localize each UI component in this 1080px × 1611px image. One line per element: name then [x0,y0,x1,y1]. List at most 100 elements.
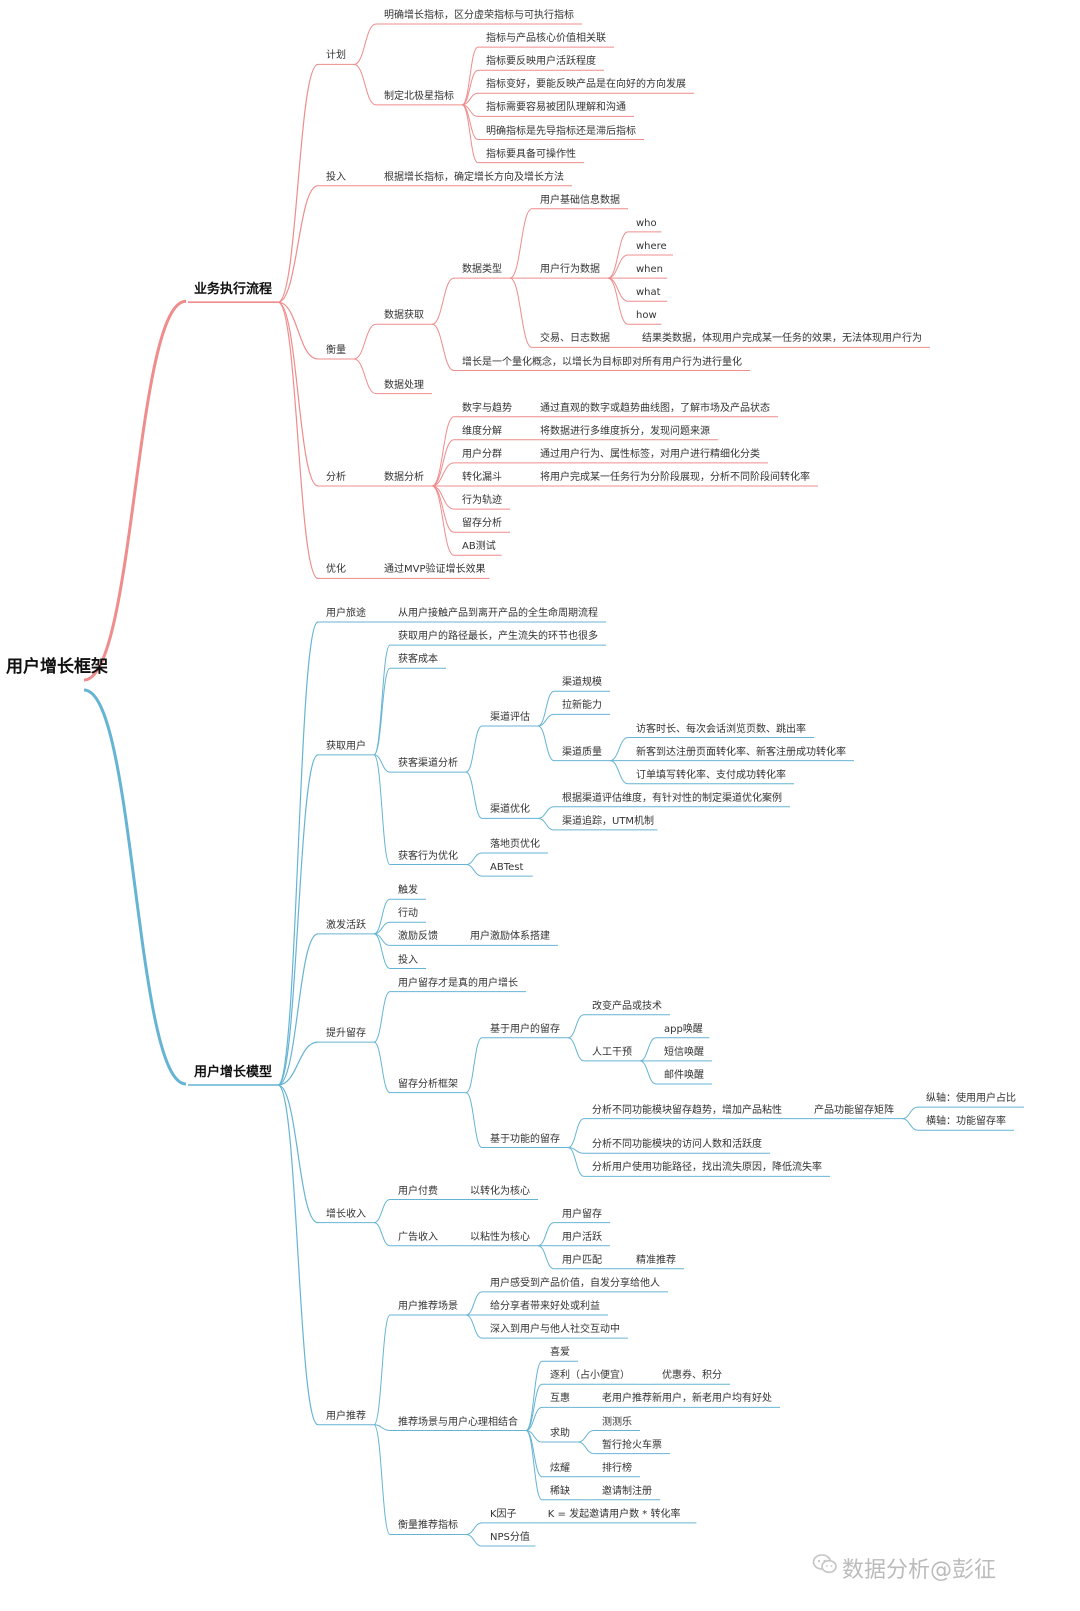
mindmap-connector [353,323,377,360]
mindmap-connector [277,933,319,1086]
mindmap-node: 指标要具备可操作性 [486,148,576,160]
mindmap-node: 用户旅途 [326,608,366,619]
mindmap-node: 深入到用户与他人社交互动中 [490,1324,620,1336]
mindmap-node: 指标变好，要能反映产品是在向好的方向发展 [486,79,686,91]
mindmap-connector [461,69,479,106]
mindmap-connector [537,725,555,762]
mindmap-connector [373,754,391,866]
mindmap-node: 制定北极星指标 [384,90,454,102]
mindmap-node: 行动 [398,908,418,920]
mindmap-node: 维度分解 [462,425,502,437]
mindmap-node: 优化 [326,564,346,576]
mindmap-node: 用户活跃 [562,1231,602,1243]
mindmap-connector [277,301,319,487]
mindmap-node: AB测试 [462,541,496,553]
mindmap-node: 用户激励体系搭建 [470,931,550,943]
mindmap-node: 将数据进行多维度拆分，发现问题来源 [540,425,710,437]
mindmap-node: 改变产品或技术 [592,1000,662,1012]
mindmap-node: 拉新能力 [562,700,602,712]
mindmap-connector [901,1118,919,1131]
mindmap-connector [373,1424,391,1431]
mindmap-node: 用户基础信息数据 [540,194,620,206]
mindmap-node: where [636,241,667,252]
mindmap-node: 产品功能留存矩阵 [814,1104,894,1116]
mindmap-node: app唤醒 [664,1023,703,1035]
mindmap-node: 投入 [326,171,346,183]
mindmap-connector [901,1106,919,1120]
mindmap-connector [373,1424,391,1535]
mindmap-node: 渠道优化 [490,804,530,816]
mindmap-connector [431,416,455,487]
mindmap-node: 推荐场景与用户心理相结合 [398,1416,518,1428]
mindmap-node: when [636,264,664,276]
mindmap-connector [465,1037,483,1094]
mindmap-connector [277,63,319,303]
mindmap-node: 用户推荐场景 [398,1301,458,1312]
mindmap-connector [639,1037,657,1062]
mindmap-node: 获客行为优化 [398,850,458,862]
mindmap-connector [567,1037,585,1062]
mindmap-node: 邮件唤醒 [664,1070,704,1081]
mindmap-connector [639,1060,657,1085]
mindmap-connector [465,1291,483,1316]
mindmap-node: 分析用户使用功能路径，找出流失原因，降低流失率 [592,1162,822,1174]
mindmap-node: 数字与趋势 [462,402,512,414]
mindmap-node: 测测乐 [602,1416,632,1428]
mindmap-node: 渠道质量 [562,746,602,758]
mindmap-node: 转化漏斗 [462,472,502,483]
mindmap-connector [373,1314,391,1426]
mindmap-connector [465,1533,483,1547]
mindmap-node: 从用户接触产品到离开产品的全生命周期流程 [398,608,598,619]
mindmap-connector [465,1092,483,1149]
mindmap-node: 求助 [550,1428,570,1440]
mindmap-node: 用户留存 [562,1208,602,1220]
mindmap-node: 计划 [326,50,346,62]
mindmap-connector [465,864,483,877]
mindmap-connector [373,667,391,756]
mindmap-node: 数据类型 [462,264,502,276]
mindmap-node: 增长收入 [326,1208,366,1220]
mindmap-connector [431,439,455,487]
mindmap-connector [83,299,187,682]
mindmap-connector [525,1430,543,1501]
mindmap-node: 通过直观的数字或趋势曲线图，了解市场及产品状态 [540,402,770,414]
watermark-text: 数据分析@彭征 [842,1558,997,1583]
mindmap-connector [373,644,391,756]
wechat-icon [812,1554,837,1574]
mindmap-connector [537,713,555,727]
mindmap-connector [353,23,377,65]
mindmap-connector [277,301,319,579]
mindmap-connector [461,92,479,106]
mindmap-node: 衡量推荐指标 [398,1520,458,1532]
mindmap-node: what [636,287,661,299]
mindmap-connector [537,690,555,727]
mindmap-connector [461,46,479,106]
mindmap-node: 激励反馈 [398,931,438,943]
mindmap-node: who [636,217,657,229]
mindmap-connector [373,991,391,1043]
mindmap-connector [431,485,455,556]
mindmap-node: 渠道规模 [562,677,602,689]
mindmap-node: 触发 [398,885,418,897]
mindmap-node: 留存分析 [462,518,502,530]
mindmap-node: 通过MVP验证增长效果 [384,564,486,576]
mindmap-connector [465,1522,483,1535]
mindmap-connector [465,725,483,773]
mindmap-node: NPS分值 [490,1532,530,1543]
mindmap-connector [567,1147,585,1177]
mindmap-node: 分析不同功能模块留存趋势，增加产品粘性 [592,1104,782,1116]
mindmap-node: 增长是一个量化概念，以增长为目标即对所有用户行为进行量化 [462,356,742,368]
mindmap-node: 渠道追踪，UTM机制 [562,815,655,827]
mindmap-connector [461,104,479,164]
mindmap-node: 获取用户的路径最长，产生流失的环节也很多 [398,631,598,643]
mindmap-node: how [636,310,657,322]
mindmap-node: 衡量 [326,344,346,356]
mindmap-node: 明确指标是先导指标还是滞后指标 [486,125,636,137]
mindmap-connector [577,1430,595,1443]
mindmap-node: 用户匹配 [562,1254,602,1266]
mindmap-node: K因子 [490,1508,517,1520]
mindmap-node: 逐利（占小便宜） [550,1370,630,1382]
mindmap-node: 人工干预 [592,1046,632,1058]
mindmap-node: 获客渠道分析 [398,758,458,770]
